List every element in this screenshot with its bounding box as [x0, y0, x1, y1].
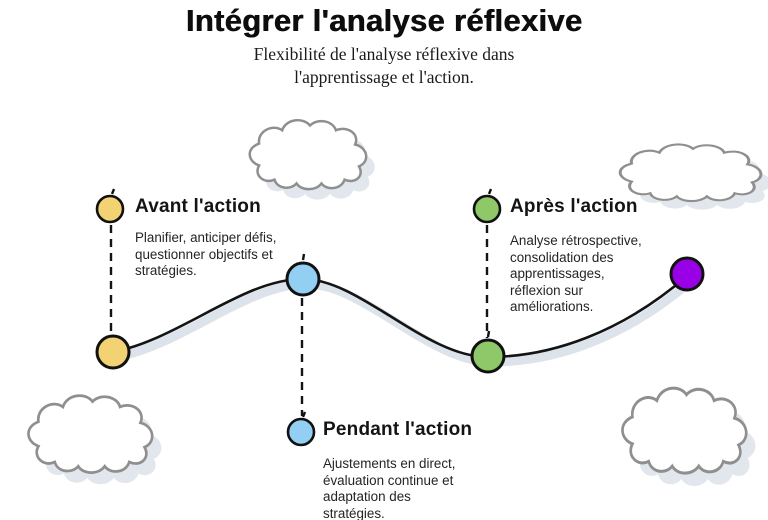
milestone-label-after: Après l'action: [510, 196, 638, 217]
milestone-desc-after: Analyse rétrospective, consolidation des…: [510, 233, 642, 315]
timeline-dot-end: [669, 256, 705, 292]
timeline-dot-before: [95, 334, 131, 370]
timeline-dot-after: [470, 338, 506, 374]
cloud-icon: [248, 118, 368, 191]
cloud-bottom-left: [27, 394, 162, 485]
timeline-dot-during: [285, 261, 321, 297]
legend-dot-after: [472, 194, 502, 224]
sketch-tick: [110, 188, 116, 195]
cloud-bottom-right: [620, 386, 756, 486]
cloud-top-middle: [248, 118, 375, 200]
cloud-icon: [27, 394, 154, 474]
sketch-tick: [487, 188, 493, 195]
milestone-label-before: Avant l'action: [135, 196, 261, 217]
milestone-desc-during: Ajustements en direct, évaluation contin…: [323, 456, 456, 520]
milestone-desc-before: Planifier, anticiper défis, questionner …: [135, 230, 277, 279]
sketch-tick: [301, 411, 307, 418]
legend-dot-during: [286, 417, 316, 447]
milestone-label-during: Pendant l'action: [323, 419, 473, 440]
sketch-tick: [486, 330, 491, 338]
page-subtitle: Flexibilité de l'analyse réflexive dans …: [253, 44, 515, 88]
cloud-top-right: [618, 142, 768, 210]
journey-curve: [111, 274, 689, 359]
sketch-tick: [301, 253, 306, 261]
legend-dot-before: [95, 194, 125, 224]
cloud-icon: [618, 142, 763, 203]
page-title: Intégrer l'analyse réflexive: [185, 3, 583, 38]
curve-shadow: [112, 276, 696, 367]
cloud-icon: [620, 386, 748, 475]
